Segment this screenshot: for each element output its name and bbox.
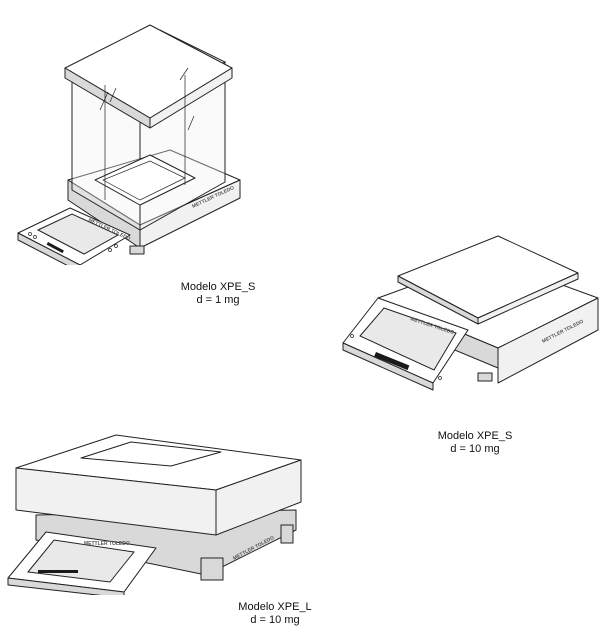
caption-readability: d = 10 mg	[250, 614, 300, 626]
caption-model: Modelo XPE_L	[238, 601, 312, 613]
svg-text:METTLER TOLEDO: METTLER TOLEDO	[84, 541, 130, 547]
large-platform-balance-figure: METTLER TOLEDO METTLER TOLEDO	[6, 430, 306, 595]
precision-balance-figure: METTLER TOLEDO METTLER TOLEDO	[338, 218, 600, 408]
large-platform-balance-drawing: METTLER TOLEDO METTLER TOLEDO	[7, 434, 302, 595]
analytical-balance-drawing: METTLER TOLEDO METTLER TOLEDO	[17, 24, 241, 265]
figure-caption: Modelo XPE_L d = 10 mg	[225, 601, 325, 627]
caption-model: Modelo XPE_S	[437, 430, 513, 442]
caption-readability: d = 10 mg	[450, 443, 500, 455]
analytical-balance-figure: METTLER TOLEDO METTLER TOLEDO	[10, 20, 250, 265]
caption-readability: d = 1 mg	[196, 294, 240, 306]
figure-caption: Modelo XPE_S d = 10 mg	[425, 430, 525, 456]
precision-balance-drawing: METTLER TOLEDO METTLER TOLEDO	[342, 235, 599, 391]
caption-model: Modelo XPE_S	[180, 281, 256, 293]
figure-caption: Modelo XPE_S d = 1 mg	[168, 281, 268, 307]
